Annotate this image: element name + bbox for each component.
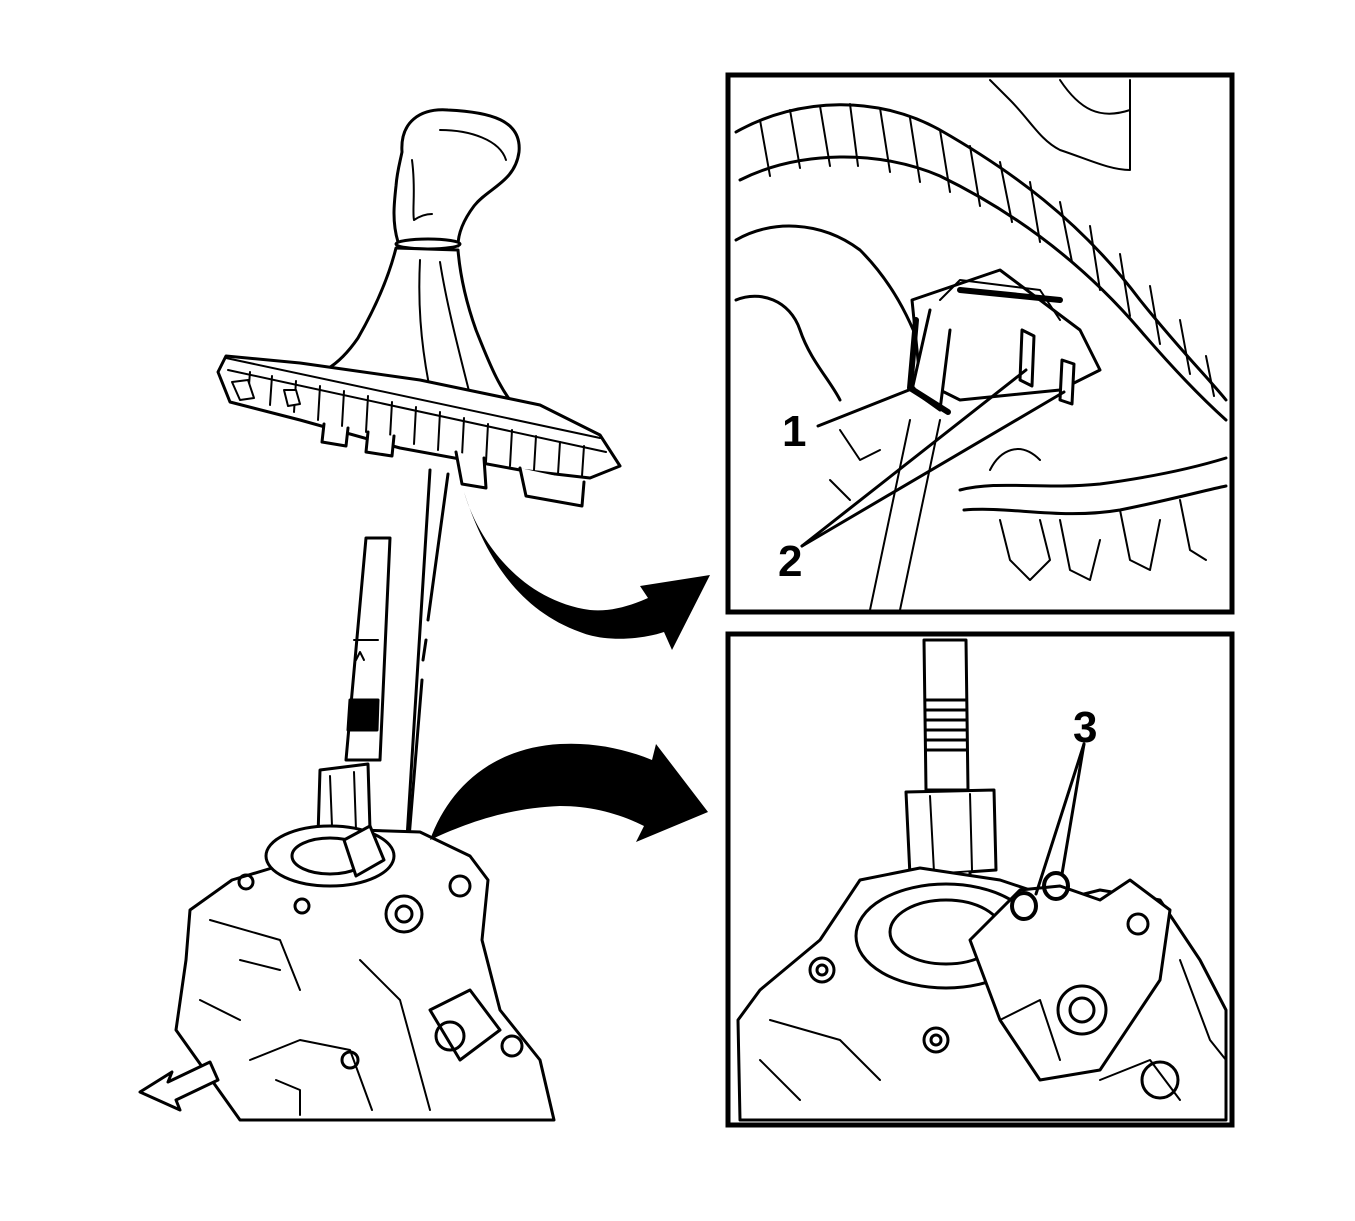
shifter-base-assembly [174, 824, 556, 1122]
o-ring-left [1010, 891, 1038, 921]
alignment-line [405, 468, 450, 840]
callout-label-1: 1 [782, 407, 807, 456]
shift-lever-rod [316, 536, 392, 838]
detail-inset-top [725, 72, 1235, 615]
front-arrow-icon [138, 1060, 220, 1112]
shifter-trim-plate [216, 354, 622, 508]
callout-label-3: 3 [1073, 703, 1098, 752]
exploded-shifter-view [138, 108, 622, 1122]
curved-arrow-icon [430, 743, 708, 842]
curved-arrow-icon [464, 492, 710, 650]
detail-inset-bottom [725, 631, 1235, 1128]
o-ring-right [1042, 871, 1070, 901]
callout-label-2: 2 [778, 537, 803, 586]
